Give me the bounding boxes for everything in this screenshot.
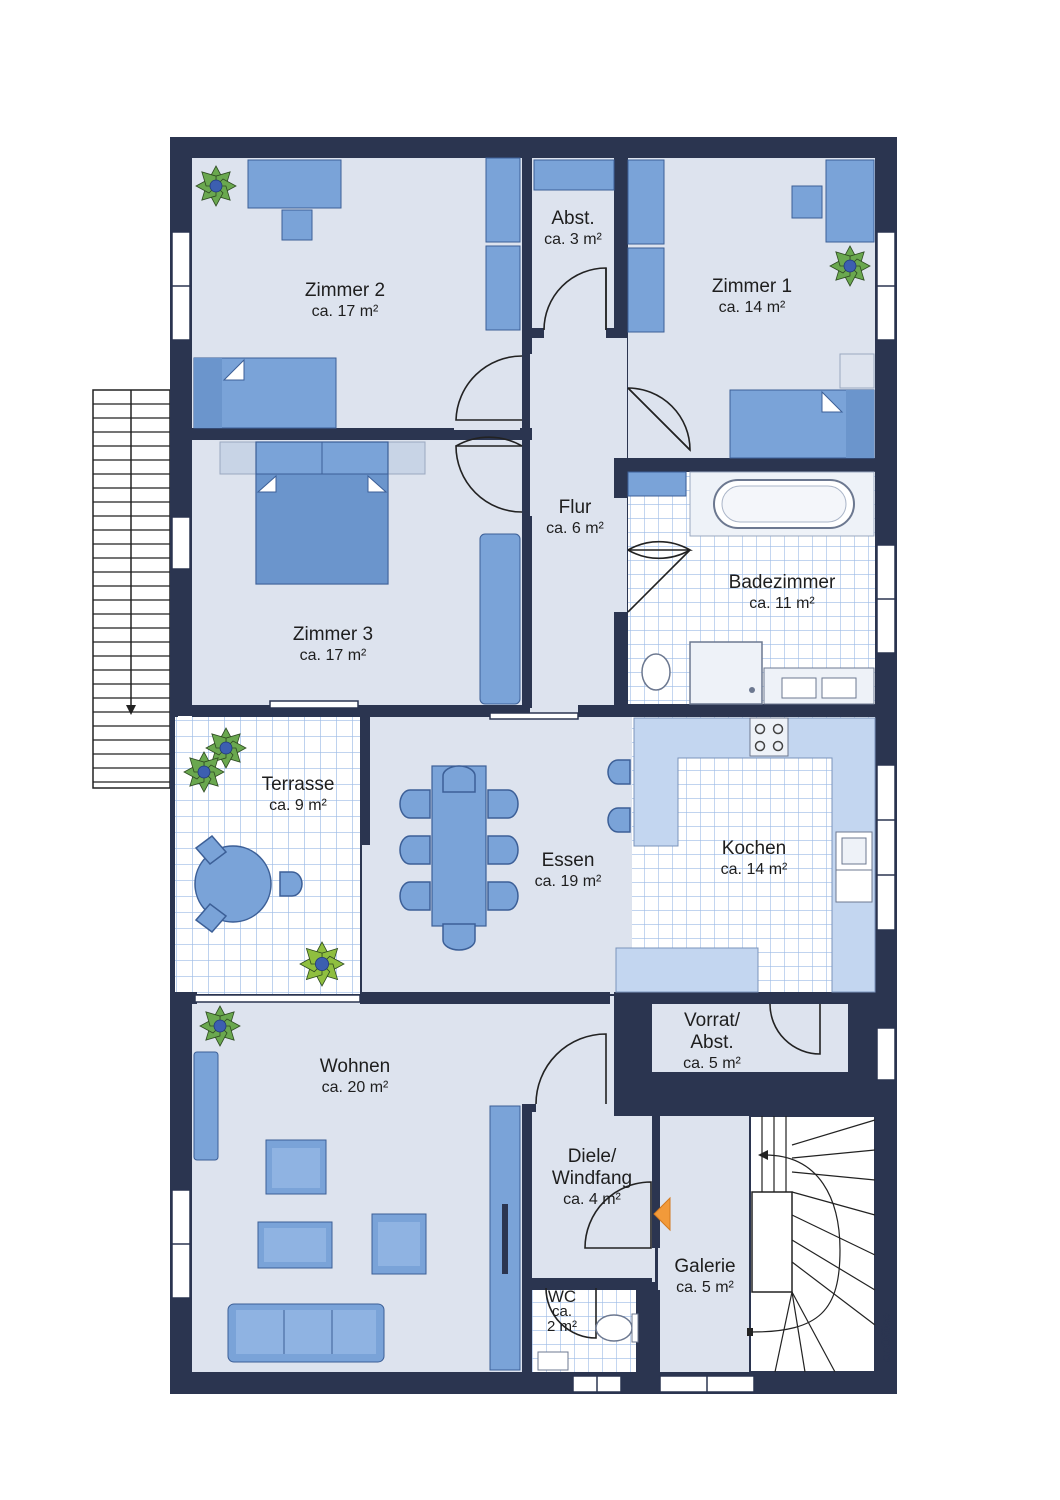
- plant-icon: [205, 727, 247, 769]
- room-label-kochen: Kochen ca. 14 m²: [721, 838, 788, 878]
- room-name: Wohnen: [320, 1056, 390, 1077]
- room-name-line2: Windfang: [552, 1168, 632, 1189]
- entrance-arrow-icon: [653, 1196, 671, 1232]
- room-name: Essen: [542, 850, 595, 871]
- room-area: ca. 17 m²: [300, 647, 367, 664]
- room-label-wohnen: Wohnen ca. 20 m²: [320, 1056, 390, 1096]
- room-label-diele: Diele/Windfang ca. 4 m²: [552, 1146, 632, 1208]
- windows: [171, 231, 896, 1393]
- room-label-zimmer3: Zimmer 3 ca. 17 m²: [293, 624, 373, 664]
- room-name: Flur: [559, 497, 592, 518]
- room-area: ca. 6 m²: [546, 520, 604, 537]
- room-area: ca. 19 m²: [535, 873, 602, 890]
- dining-chair: [487, 789, 519, 819]
- room-area: ca. 14 m²: [719, 299, 786, 316]
- room-area: ca. 5 m²: [676, 1279, 734, 1296]
- room-area: ca. 5 m²: [683, 1055, 741, 1072]
- room-label-flur: Flur ca. 6 m²: [546, 497, 604, 537]
- room-name-line2: ca.: [552, 1303, 572, 1320]
- room-name: WC: [548, 1287, 576, 1306]
- room-area: ca. 20 m²: [322, 1079, 389, 1096]
- interior-walls: [170, 158, 875, 1372]
- room-name: Badezimmer: [729, 572, 836, 593]
- room-name: Zimmer 3: [293, 624, 373, 645]
- plant-icon: [299, 941, 345, 987]
- brand-logo: onOffice: [879, 1313, 893, 1362]
- dining-chair: [442, 923, 476, 951]
- room-area: ca. 11 m²: [749, 595, 815, 612]
- room-label-abst: Abst. ca. 3 m²: [544, 208, 602, 248]
- room-labels: Zimmer 2 ca. 17 m² Abst. ca. 3 m² Zimmer 1 ca…: [262, 208, 836, 1335]
- dining-chair: [487, 835, 519, 865]
- room-label-galerie: Galerie ca. 5 m²: [674, 1256, 735, 1296]
- room-area: ca. 14 m²: [721, 861, 788, 878]
- room-label-zimmer2: Zimmer 2 ca. 17 m²: [305, 280, 385, 320]
- room-area: ca. 9 m²: [269, 797, 327, 814]
- room-name: Zimmer 2: [305, 280, 385, 301]
- furniture: [193, 157, 876, 1371]
- room-label-vorrat: Vorrat/Abst. ca. 5 m²: [683, 1010, 741, 1072]
- room-area: ca. 3 m²: [544, 231, 602, 248]
- plant-icon: [195, 165, 237, 207]
- room-area: ca. 17 m²: [312, 303, 379, 320]
- dining-chair: [399, 881, 431, 911]
- room-area: ca. 4 m²: [563, 1191, 621, 1208]
- exterior-stairs: [92, 389, 171, 789]
- plant-icons: [183, 165, 871, 1047]
- room-name: Terrasse: [262, 774, 335, 795]
- room-name: Diele/: [568, 1146, 617, 1167]
- galerie-stairs: [747, 1115, 876, 1373]
- plant-icon: [199, 1005, 241, 1047]
- plant-icon: [183, 751, 225, 793]
- room-name: Zimmer 1: [712, 276, 792, 297]
- plant-icon: [829, 245, 871, 287]
- dining-chair: [399, 835, 431, 865]
- room-area: 2 m²: [547, 1318, 577, 1335]
- room-label-essen: Essen ca. 19 m²: [535, 850, 602, 890]
- room-name: Kochen: [722, 838, 786, 859]
- doors: [455, 267, 821, 1339]
- dining-chair: [442, 765, 476, 793]
- room-name-line2: Abst.: [690, 1032, 733, 1053]
- room-label-badezimmer: Badezimmer ca. 11 m²: [729, 572, 836, 612]
- room-name: Vorrat/: [684, 1010, 741, 1031]
- room-name: Abst.: [551, 208, 594, 229]
- dining-chair: [399, 789, 431, 819]
- room-label-terrasse: Terrasse ca. 9 m²: [262, 774, 335, 814]
- room-name: Galerie: [674, 1256, 735, 1277]
- room-label-zimmer1: Zimmer 1 ca. 14 m²: [712, 276, 792, 316]
- brand-label: onOffice: [879, 1313, 893, 1362]
- dining-chair: [487, 881, 519, 911]
